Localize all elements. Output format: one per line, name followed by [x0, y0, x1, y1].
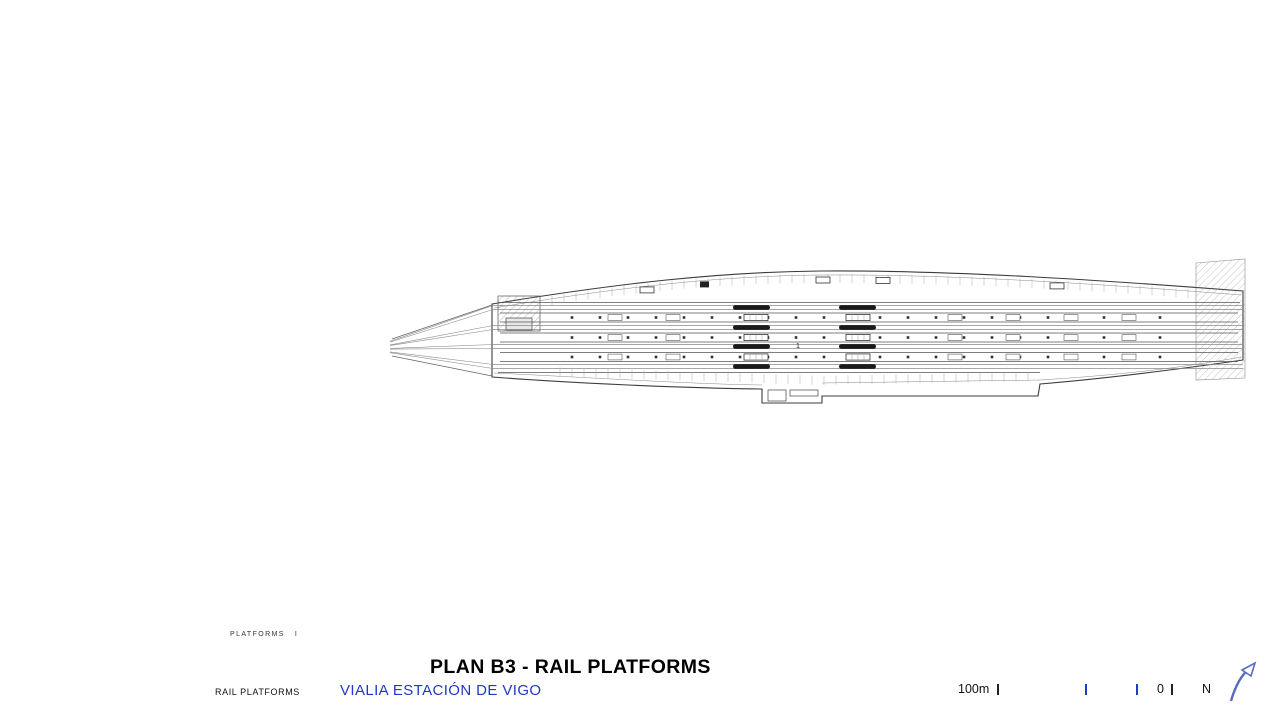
scale-max-label: 100m — [958, 682, 990, 696]
approach-tracks — [389, 304, 494, 377]
sheet-label-text: PLATFORMS — [230, 631, 285, 638]
sheet-label: PLATFORMS I — [230, 631, 297, 638]
north-arrow-icon — [1229, 661, 1257, 702]
scale-tick — [1136, 684, 1138, 695]
platform-equipment — [639, 276, 1065, 402]
north-label: N — [1202, 682, 1212, 696]
platforms — [498, 302, 1240, 373]
platform-number: 1 — [796, 343, 800, 350]
scale-tick — [1171, 684, 1173, 695]
sheet-tick: I — [294, 631, 297, 638]
scale-zero-label: 0 — [1157, 682, 1164, 696]
drawing-name: RAIL PLATFORMS — [215, 687, 300, 697]
plan-title: PLAN B3 - RAIL PLATFORMS — [430, 656, 711, 678]
train-symbols — [733, 305, 876, 369]
scale-tick — [997, 684, 999, 695]
project-name: VIALIA ESTACIÓN DE VIGO — [340, 682, 542, 699]
structure-ticks — [551, 274, 1189, 385]
scale-tick — [1085, 684, 1087, 695]
